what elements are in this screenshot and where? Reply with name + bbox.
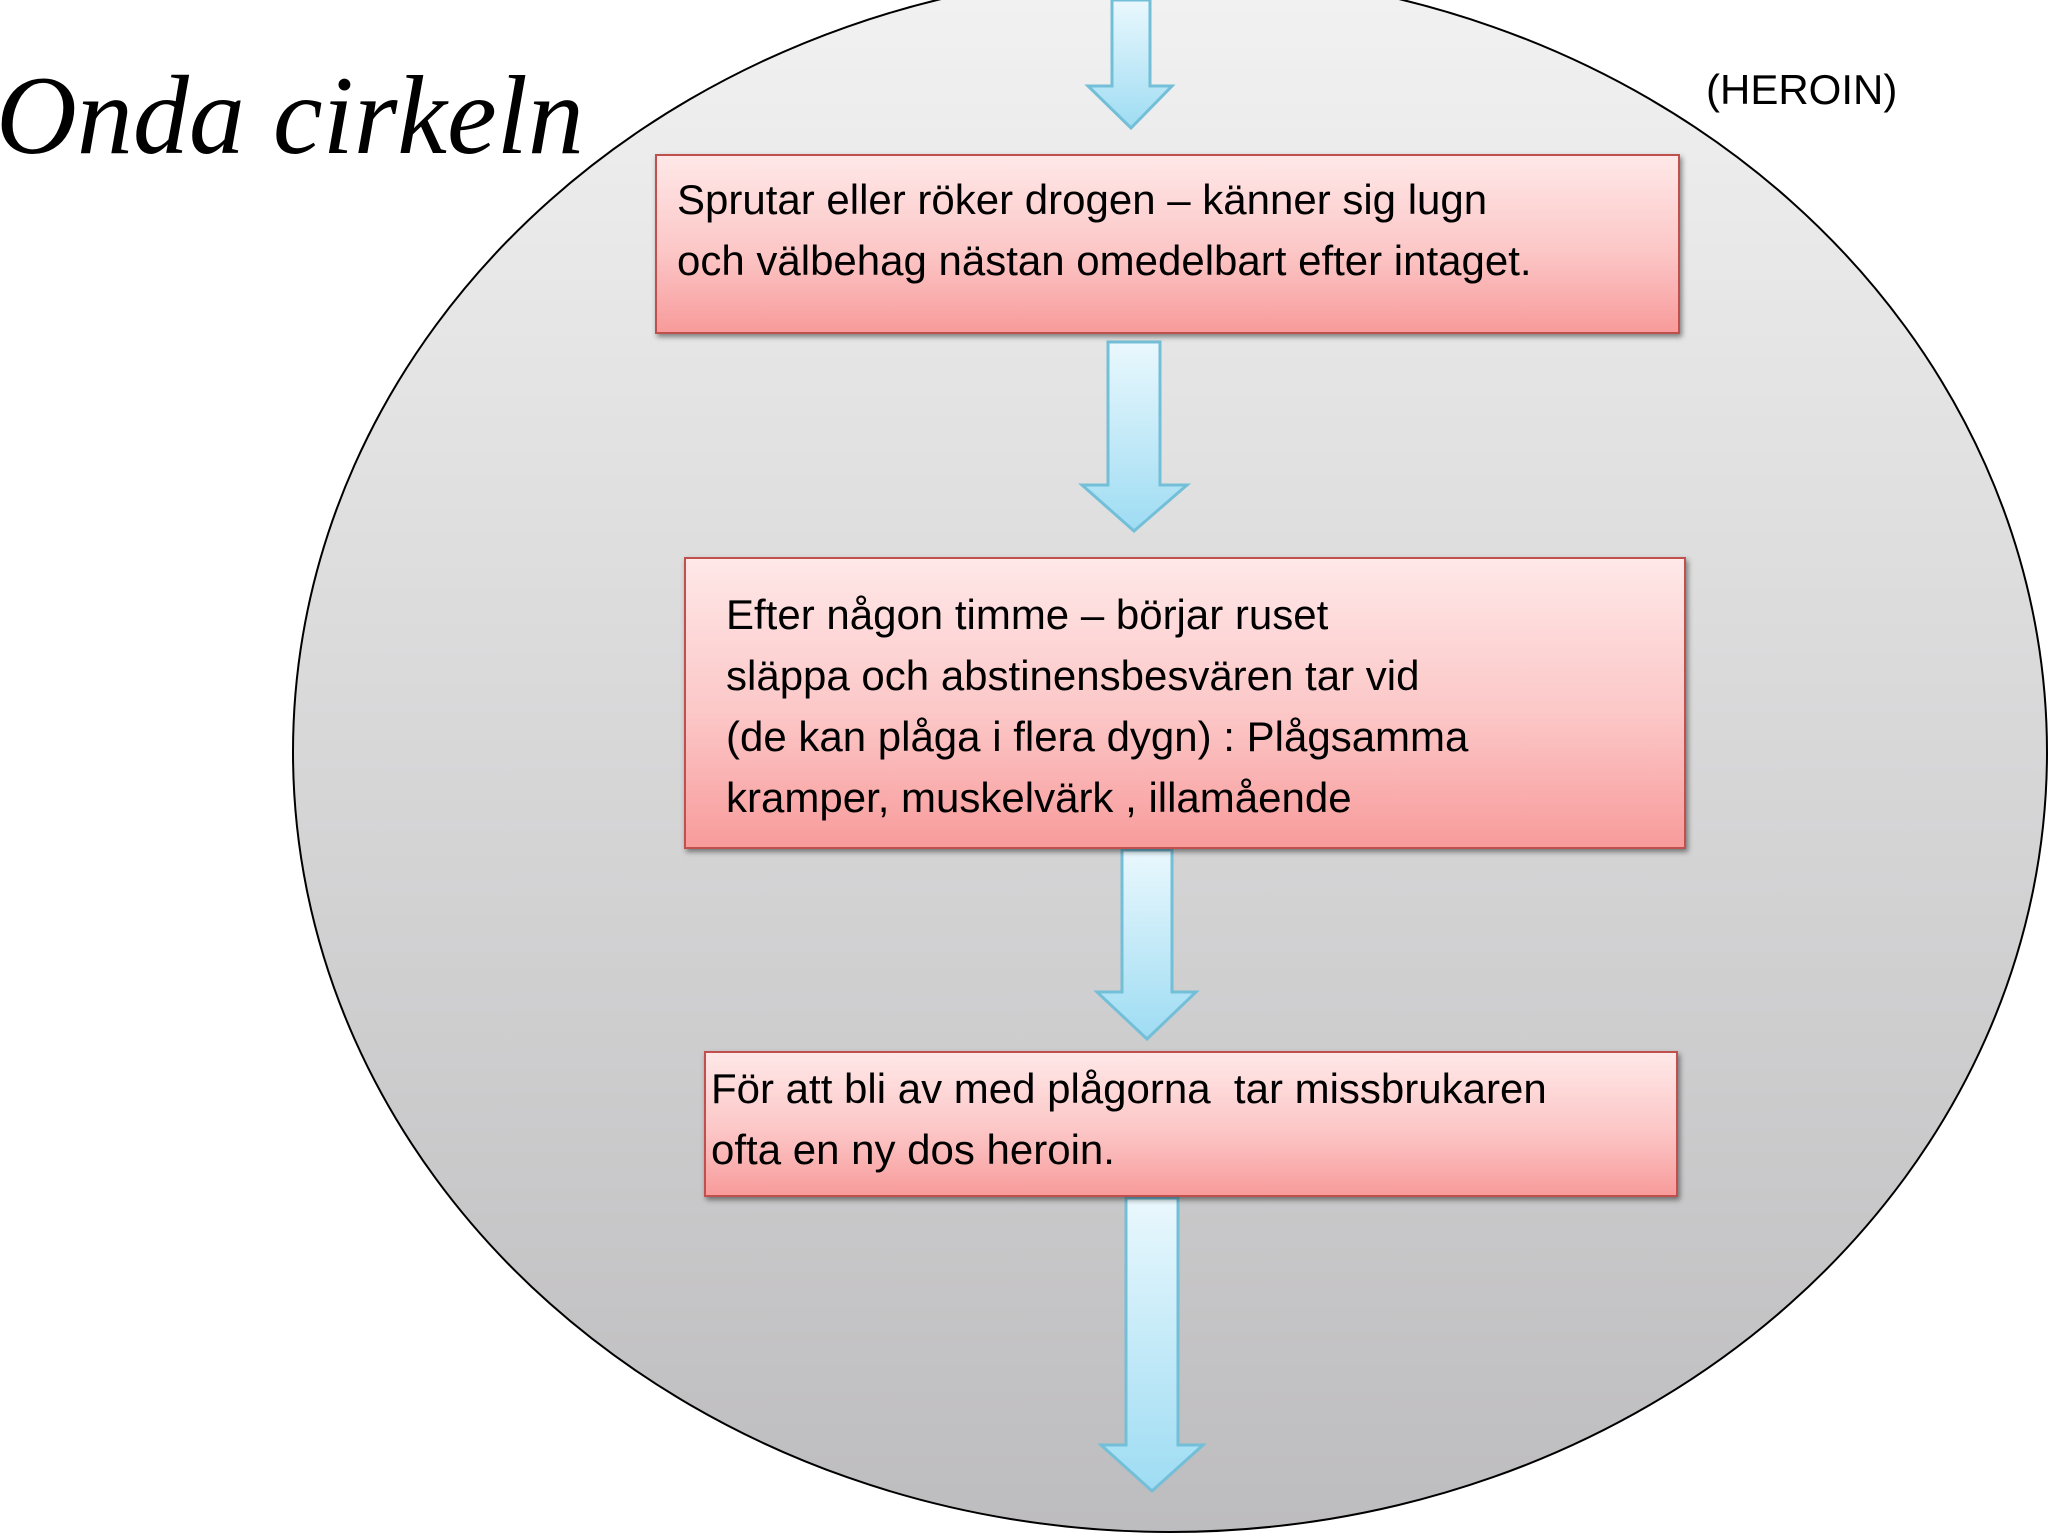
step-3-line-2: ofta en ny dos heroin.: [711, 1126, 1115, 1173]
step-1-line-2: och välbehag nästan omedelbart efter int…: [677, 237, 1532, 284]
step-box-3: För att bli av med plågorna tar missbruk…: [704, 1051, 1678, 1197]
arrow-down-icon-bottom: [1097, 1196, 1207, 1494]
step-box-1: Sprutar eller röker drogen – känner sig …: [655, 154, 1680, 334]
arrow-down-icon-2: [1093, 848, 1200, 1042]
page-title: Onda cirkeln: [0, 54, 584, 178]
step-box-2: Efter någon timme – börjar ruset släppa …: [684, 557, 1686, 849]
step-2-line-3: (de kan plåga i flera dygn) : Plågsamma: [726, 713, 1469, 760]
drug-label: (HEROIN): [1706, 66, 1898, 113]
step-2-line-4: kramper, muskelvärk , illamående: [726, 774, 1352, 821]
arrow-down-icon-top: [1084, 0, 1176, 131]
step-3-line-1: För att bli av med plågorna tar missbruk…: [711, 1065, 1547, 1112]
arrow-down-icon-1: [1078, 340, 1192, 533]
step-1-line-1: Sprutar eller röker drogen – känner sig …: [677, 176, 1488, 223]
step-2-line-2: släppa och abstinensbesvären tar vid: [726, 652, 1420, 699]
step-2-line-1: Efter någon timme – börjar ruset: [726, 591, 1329, 638]
